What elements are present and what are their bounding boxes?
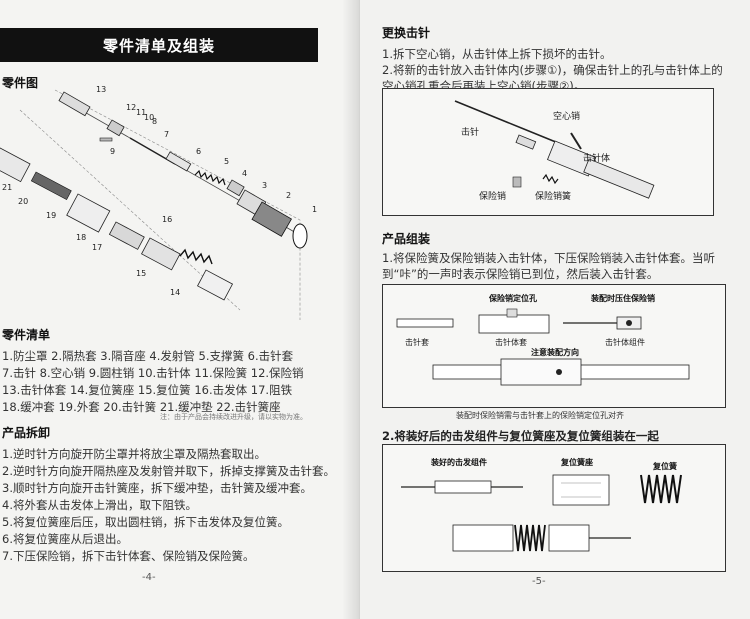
callout: 20 — [18, 197, 28, 206]
label-hollow-pin: 空心销 — [553, 110, 580, 122]
assembly-1-drawing: 保险销定位孔 装配时压住保险销 击针套 击针体套 击针体组件 注意装配方向 — [396, 293, 690, 386]
parts-row: 1.防尘罩 2.隔热套 3.隔音座 4.发射管 5.支撑簧 6.击针套 — [2, 349, 294, 363]
figure-replace-pin: 击针 空心销 击针体 保险销 保险销簧 — [382, 88, 714, 216]
label-pin-body-sleeve: 击针体套 — [495, 337, 527, 347]
replace-pin-drawing: 击针 空心销 击针体 保险销 保险销簧 — [454, 100, 655, 202]
callout: 8 — [152, 117, 157, 126]
label-pin: 击针 — [461, 126, 479, 138]
right-page: 更换击针 1.拆下空心销，从击针体上拆下损坏的击针。 2.将新的击针放入击针体内… — [360, 0, 750, 619]
callout: 21 — [2, 183, 12, 192]
figure-assembly-1: 保险销定位孔 装配时压住保险销 击针套 击针体套 击针体组件 注意装配方向 — [382, 284, 726, 408]
label-safety-pin: 保险销 — [479, 190, 506, 202]
callout: 16 — [162, 215, 172, 224]
callout: 11 — [136, 108, 146, 117]
parts-row: 13.击针体套 14.复位簧座 15.复位簧 16.击发体 17.阻铁 — [2, 383, 293, 397]
label-firing-assembly: 装好的击发组件 — [430, 457, 487, 467]
disassembly-step: 2.逆时针方向旋开隔热座及发射管并取下，拆掉支撑簧及击针套。 — [2, 464, 335, 478]
callout: 12 — [126, 103, 136, 112]
page-number-right: -5- — [532, 576, 546, 587]
parts-row: 18.缓冲套 19.外套 20.击针簧 21.缓冲垫 22.击针簧座 — [2, 400, 281, 414]
callout: 3 — [262, 181, 267, 190]
exploded-parts-diagram: 13 12 11 10 8 9 7 6 5 4 3 2 1 21 20 19 1… — [0, 85, 317, 320]
disassembly-step: 5.将复位簧座后压，取出圆柱销，拆下击发体及复位簧。 — [2, 515, 289, 529]
disassembly-heading: 产品拆卸 — [2, 426, 51, 440]
assembly-step-2: 2.将装好后的击发组件与复位簧座及复位簧组装在一起 — [382, 429, 659, 443]
disassembly-step: 1.逆时针方向旋开防尘罩并将放尘罩及隔热套取出。 — [2, 447, 266, 461]
callout: 9 — [110, 147, 115, 156]
callout: 2 — [286, 191, 291, 200]
replace-step: 1.拆下空心销，从击针体上拆下损坏的击针。 — [382, 47, 612, 61]
label-pin-sleeve: 击针套 — [405, 337, 429, 347]
assembly-step: 到“咔”的一声时表示保险销已到位，然后装入击针套。 — [382, 267, 659, 281]
callout: 7 — [164, 130, 169, 139]
label-direction: 注意装配方向 — [531, 347, 579, 357]
disassembly-step: 7.下压保险销，拆下击针体套、保险销及保险簧。 — [2, 549, 255, 563]
label-safety-hole: 保险销定位孔 — [488, 293, 537, 303]
assembly-2-drawing: 装好的击发组件 复位簧座 复位簧 — [401, 457, 682, 552]
parts-row: 7.击针 8.空心销 9.圆柱销 10.击针体 11.保险簧 12.保险销 — [2, 366, 304, 380]
disassembly-step: 6.将复位簧座从后退出。 — [2, 532, 128, 546]
callout: 14 — [170, 288, 180, 297]
callout: 4 — [242, 169, 247, 178]
label-pin-body: 击针体 — [583, 152, 610, 164]
callout: 10 — [144, 113, 154, 122]
replace-step: 2.将新的击针放入击针体内(步骤①)，确保击针上的孔与击针体上的 — [382, 63, 723, 77]
disassembly-step: 3.顺时针方向旋开击针簧座，拆下缓冲垫，击针簧及缓冲套。 — [2, 481, 312, 495]
callout: 6 — [196, 147, 201, 156]
page-number-left: -4- — [142, 572, 156, 583]
callout: 15 — [136, 269, 146, 278]
section-banner: 零件清单及组装 — [0, 28, 318, 62]
callout: 5 — [224, 157, 229, 166]
parts-note: 注：由于产品会持续改进升级，请以实物为准。 — [160, 413, 307, 421]
label-press-note: 装配时压住保险销 — [590, 293, 655, 303]
left-page: 零件清单及组装 零件图 — [0, 0, 360, 619]
callout: 13 — [96, 85, 106, 94]
replace-pin-heading: 更换击针 — [382, 26, 431, 40]
callout: 18 — [76, 233, 86, 242]
disassembly-step: 4.将外套从击发体上滑出，取下阻铁。 — [2, 498, 197, 512]
callout: 19 — [46, 211, 56, 220]
assembly-step: 1.将保险簧及保险销装入击针体，下压保险销装入击针体套。当听 — [382, 251, 715, 265]
figure-assembly-1-caption: 装配时保险销需与击针套上的保险销定位孔对齐 — [456, 411, 624, 420]
label-pin-assembly: 击针体组件 — [605, 337, 645, 347]
callout: 1 — [312, 205, 317, 214]
figure-assembly-2: 装好的击发组件 复位簧座 复位簧 — [382, 444, 726, 572]
label-spring-seat: 复位簧座 — [560, 457, 593, 467]
label-safety-spring: 保险销簧 — [535, 190, 571, 202]
parts-diagram-heading: 零件图 — [2, 76, 39, 90]
parts-list-heading: 零件清单 — [2, 328, 51, 342]
label-return-spring: 复位簧 — [652, 461, 677, 471]
callout: 17 — [92, 243, 102, 252]
assembly-heading: 产品组装 — [382, 232, 431, 246]
part-callouts: 13 12 11 10 8 9 7 6 5 4 3 2 1 21 20 19 1… — [2, 85, 317, 297]
